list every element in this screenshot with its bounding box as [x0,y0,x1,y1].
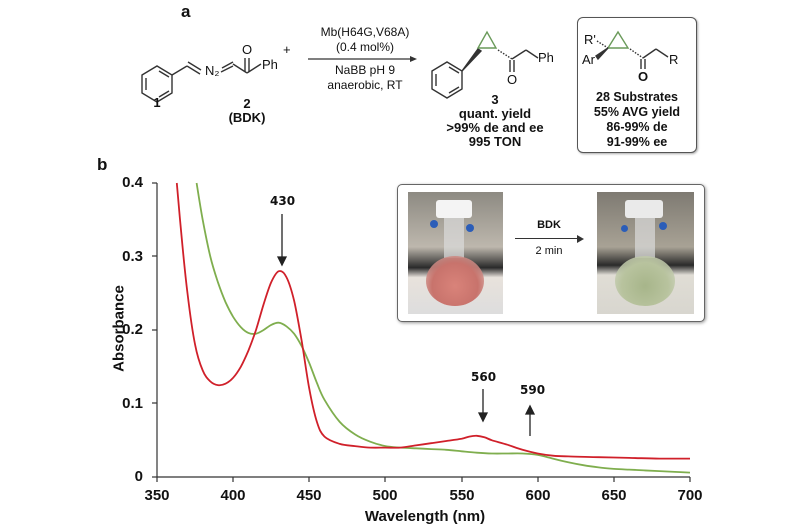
x-tick-350: 350 [144,487,170,504]
x-tick-650: 650 [601,487,627,504]
atmosphere-condition: anaerobic, RT [327,78,403,92]
stopcock-blue [430,220,438,228]
reaction-scheme-structures [141,30,539,103]
red-solution [426,256,484,306]
green-solution [615,256,675,306]
r-prime-label: R' [584,32,596,47]
flask-before-photo [408,192,503,314]
substrate-scope-box: R' Ar R O 28 Substrates 55% AVG yield 86… [577,17,697,153]
average-yield: 55% AVG yield [593,105,681,119]
compound-1-number: 1 [153,95,161,110]
compound-2-name: (BDK) [228,110,266,125]
reaction-arrow [308,56,417,62]
product-oxygen-label: O [507,72,518,87]
x-tick-450: 450 [296,487,322,504]
annotation-arrows [276,214,536,436]
y-tick-0.2: 0.2 [122,321,143,338]
scope-summary: 28 Substrates 55% AVG yield 86-99% de 91… [578,90,696,150]
inset-arrow [515,238,579,240]
inset-arrow-head [577,235,584,243]
product-yield: quant. yield [458,106,532,121]
conditions-below-arrow: NaBB pH 9 anaerobic, RT [300,63,430,93]
before-bdk-curve [175,182,691,460]
x-tick-550: 550 [449,487,475,504]
x-tick-500: 500 [372,487,398,504]
de-range: 86-99% de [606,120,668,134]
ar-label: Ar [582,52,595,67]
stopcock-blue [621,225,628,232]
product-ton: 995 TON [468,134,522,149]
bdk-oxygen-label: O [242,42,253,57]
inset-reagent-label: BDK [537,219,561,231]
annotation-560: 560 [471,370,497,384]
x-tick-400: 400 [220,487,246,504]
catalyst-loading: (0.4 mol%) [335,40,394,54]
product-ph-label: Ph [538,50,554,65]
scope-oxygen-label: O [638,69,649,84]
compound-3-number: 3 [491,92,499,107]
flask-photo-inset: BDK 2 min [397,184,705,322]
x-tick-600: 600 [525,487,551,504]
plus-sign: + [283,42,291,57]
buffer-condition: NaBB pH 9 [334,63,396,77]
after-bdk-curve [195,182,691,474]
x-axis-title: Wavelength (nm) [364,508,486,525]
flask-cap [625,200,663,218]
panel-label-a: a [181,2,191,21]
y-tick-0.4: 0.4 [122,174,143,191]
flask-after-photo [597,192,694,314]
product-results: 3 quant. yield >99% de and ee 995 TON [440,93,550,149]
y-tick-0.1: 0.1 [122,395,143,412]
stopcock-blue [659,222,667,230]
r-label: R [669,52,679,67]
n2-label: N₂ [205,63,220,78]
bdk-ph-label: Ph [262,57,278,72]
conditions-above-arrow: Mb(H64G,V68A) (0.4 mol%) [300,25,430,55]
annotation-430: 430 [270,194,296,208]
x-tick-700: 700 [677,487,703,504]
generic-cyclopropane-structure [595,30,669,69]
flask-neck [444,218,464,258]
y-tick-0.3: 0.3 [122,248,143,265]
panel-label-b: b [97,155,108,174]
annotation-590: 590 [520,383,546,397]
flask-neck [635,218,655,258]
styrene-structure [141,61,202,103]
compound-2-number: 2 [243,96,251,111]
product-structure [431,30,539,99]
catalyst-label: Mb(H64G,V68A) [320,25,410,39]
product-selectivity: >99% de and ee [446,120,544,135]
inset-time-label: 2 min [535,245,563,257]
flask-cap [436,200,472,218]
stopcock-blue [466,224,474,232]
y-tick-0: 0 [134,468,143,485]
bdk-structure [220,58,262,74]
substrate-count: 28 Substrates [596,90,678,104]
ee-range: 91-99% ee [606,135,668,149]
axes [152,182,691,482]
